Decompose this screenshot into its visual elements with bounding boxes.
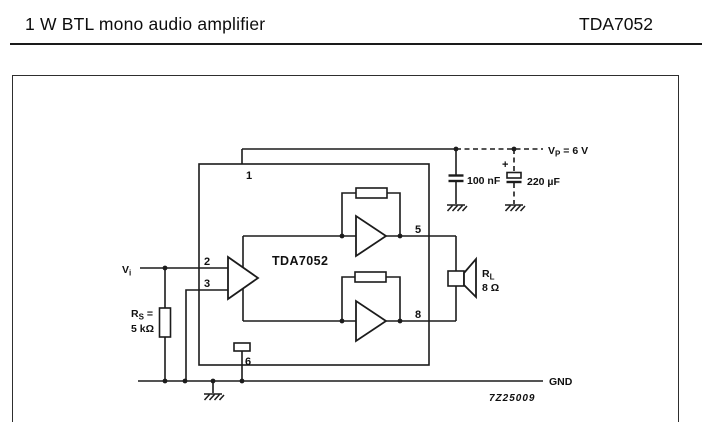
- input-voltage-subscript: i: [129, 269, 131, 278]
- load-resistor-value: 8 Ω: [482, 282, 499, 294]
- supply-voltage-subscript: P: [555, 150, 561, 159]
- pin2-label: 2: [204, 256, 210, 268]
- pin3-wire: [185, 289, 228, 381]
- source-resistor-symbol: R: [131, 308, 139, 320]
- load-resistor-symbol: R: [482, 268, 490, 280]
- upper-feedback-loop: [341, 187, 401, 236]
- supply-voltage-symbol: V: [548, 145, 555, 157]
- pin8-label: 8: [415, 309, 421, 321]
- upper-opamp-triangle: [355, 214, 388, 258]
- page-title: 1 W BTL mono audio amplifier: [25, 14, 266, 34]
- pin1-label: 1: [246, 170, 252, 182]
- source-resistor-body: [158, 307, 172, 338]
- lower-opamp-triangle: [355, 299, 388, 343]
- pin6-label: 6: [245, 356, 251, 368]
- ground-symbol: [446, 204, 468, 212]
- pin6-branch: [233, 342, 251, 381]
- supply-voltage-label: VP = 6 V: [548, 145, 588, 159]
- decoupling-capacitor: [448, 149, 464, 204]
- input-voltage-label: Vi: [122, 264, 131, 278]
- figure-code: 7Z25009: [489, 393, 535, 404]
- input-opamp-triangle: [227, 255, 260, 301]
- lower-feedback-loop: [341, 271, 401, 321]
- electrolytic-cap-polarity: +: [502, 159, 508, 171]
- part-number: TDA7052: [579, 14, 653, 34]
- lower-feedback-resistor: [354, 271, 387, 283]
- load-resistor-label: RL: [482, 268, 495, 282]
- ground-label: GND: [549, 376, 573, 388]
- source-resistor-branch: [158, 268, 172, 381]
- source-resistor-equals: =: [144, 308, 153, 320]
- speaker-icon: [447, 236, 477, 321]
- upper-feedback-resistor: [355, 187, 388, 199]
- source-resistor-value: 5 kΩ: [131, 323, 154, 335]
- pin5-label: 5: [415, 224, 421, 236]
- junction-dots: [162, 146, 517, 384]
- electrolytic-capacitor: [506, 149, 522, 204]
- ground-symbol: [504, 204, 526, 212]
- header-rule: [10, 43, 702, 45]
- input-voltage-symbol: V: [122, 264, 129, 276]
- electrolytic-cap-value: 220 µF: [527, 176, 560, 188]
- source-resistor-label: RS =: [131, 308, 153, 322]
- load-resistor-subscript: L: [490, 273, 495, 282]
- supply-voltage-value: = 6 V: [560, 145, 588, 157]
- ic-label: TDA7052: [272, 254, 328, 268]
- source-resistor-subscript: S: [139, 313, 145, 322]
- ground-symbol: [203, 381, 225, 401]
- pin3-label: 3: [204, 278, 210, 290]
- decoupling-cap-value: 100 nF: [467, 175, 501, 187]
- pin6-pad: [233, 342, 251, 352]
